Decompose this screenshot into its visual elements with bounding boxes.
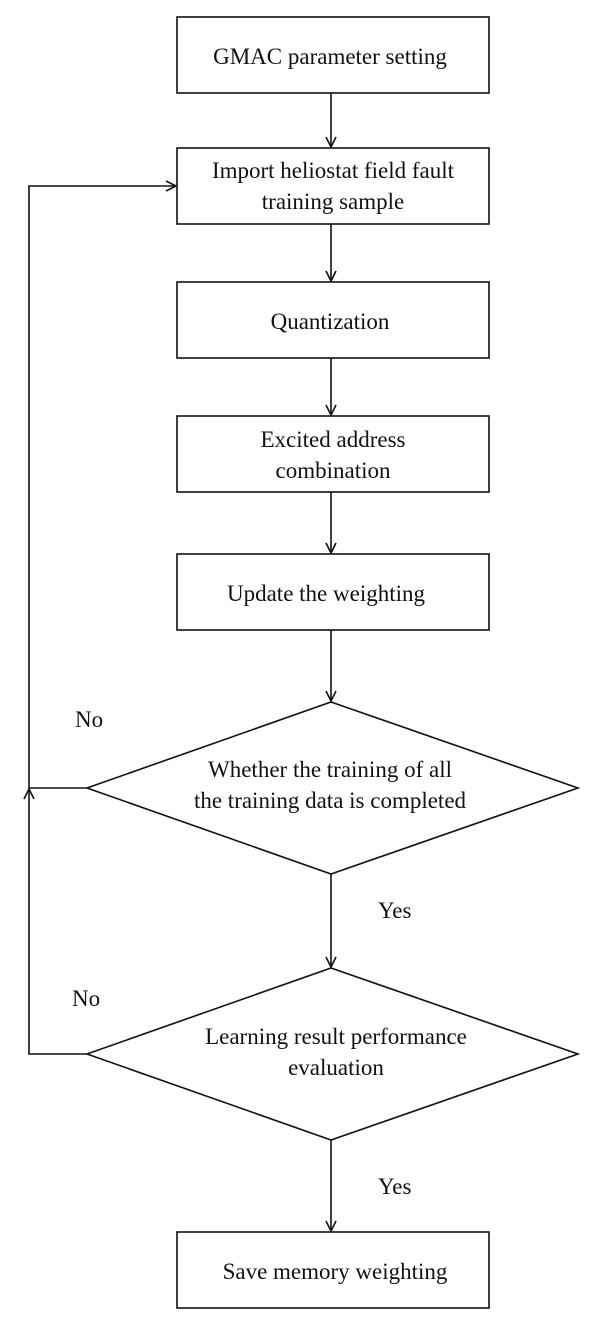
gmac-parameter-setting-label: GMAC parameter setting xyxy=(213,44,447,69)
decision-training-completed: Whether the training of all the training… xyxy=(84,701,581,875)
label-evaluation-yes: Yes xyxy=(378,1174,412,1199)
label-training-no: No xyxy=(75,707,103,732)
node-gmac-parameter-setting: GMAC parameter setting xyxy=(176,16,490,94)
excited-address-label-line-1: Excited address xyxy=(261,427,406,452)
import-training-sample-label-line-2: training sample xyxy=(262,189,404,214)
loop-arrow-evaluation-no xyxy=(29,789,87,1055)
update-weighting-label: Update the weighting xyxy=(227,581,426,606)
performance-evaluation-label-line-2: evaluation xyxy=(288,1055,384,1080)
node-import-training-sample: Import heliostat field fault training sa… xyxy=(176,147,490,225)
node-update-the-weighting: Update the weighting xyxy=(176,553,490,631)
import-training-sample-label-line-1: Import heliostat field fault xyxy=(212,158,455,183)
label-evaluation-no: No xyxy=(72,986,100,1011)
training-completed-label-line-2: the training data is completed xyxy=(194,788,467,813)
loop-arrow-training-no xyxy=(28,186,176,789)
quantization-label: Quantization xyxy=(271,309,390,334)
excited-address-label-line-2: combination xyxy=(276,458,391,483)
save-memory-weighting-label: Save memory weighting xyxy=(223,1259,448,1284)
node-excited-address-combination: Excited address combination xyxy=(176,415,490,493)
decision-performance-evaluation: Learning result performance evaluation xyxy=(84,967,581,1141)
performance-evaluation-label-line-1: Learning result performance xyxy=(205,1024,467,1049)
node-save-memory-weighting: Save memory weighting xyxy=(176,1231,490,1309)
node-quantization: Quantization xyxy=(176,281,490,359)
training-completed-label-line-1: Whether the training of all xyxy=(208,757,452,782)
label-training-yes: Yes xyxy=(378,898,412,923)
